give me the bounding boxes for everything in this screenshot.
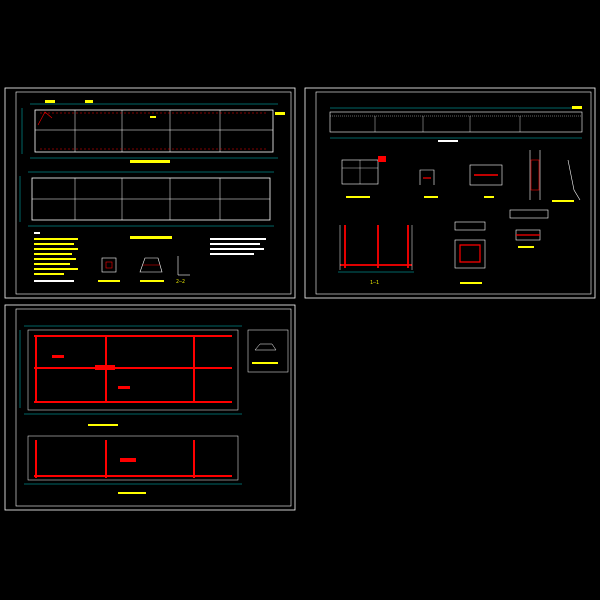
sheet-bottom-left: [4, 304, 296, 511]
sheet-top-right: 1—1: [304, 87, 596, 299]
small-details: 2—2: [98, 256, 190, 285]
detail-right: [509, 209, 549, 248]
section-label-1-1: 1—1: [370, 280, 379, 286]
cross-section-1-1: [341, 156, 386, 198]
detail-middle: [454, 221, 486, 284]
plan-view-lower: [19, 171, 274, 239]
plan-view-upper: [21, 100, 285, 163]
general-notes: [34, 232, 78, 282]
sheet-outer-frame: [4, 87, 296, 299]
long-elevation: [329, 106, 583, 139]
sheet-top-left: 2—2: [4, 87, 296, 299]
sheet-outer-frame: [304, 87, 596, 299]
details-row-1: [419, 140, 581, 202]
section-drawing-large: 1—1: [338, 225, 414, 286]
section-label-2-2: 2—2: [176, 279, 185, 285]
sheet-inner-frame: [15, 308, 292, 507]
side-notes: [210, 238, 266, 255]
sheet-inner-frame: [15, 91, 292, 295]
sheet-outer-frame: [4, 304, 296, 511]
rebar-elevation: [24, 435, 242, 494]
side-detail: [247, 329, 289, 373]
sheet-inner-frame: [315, 91, 592, 295]
rebar-plan: [19, 325, 242, 426]
